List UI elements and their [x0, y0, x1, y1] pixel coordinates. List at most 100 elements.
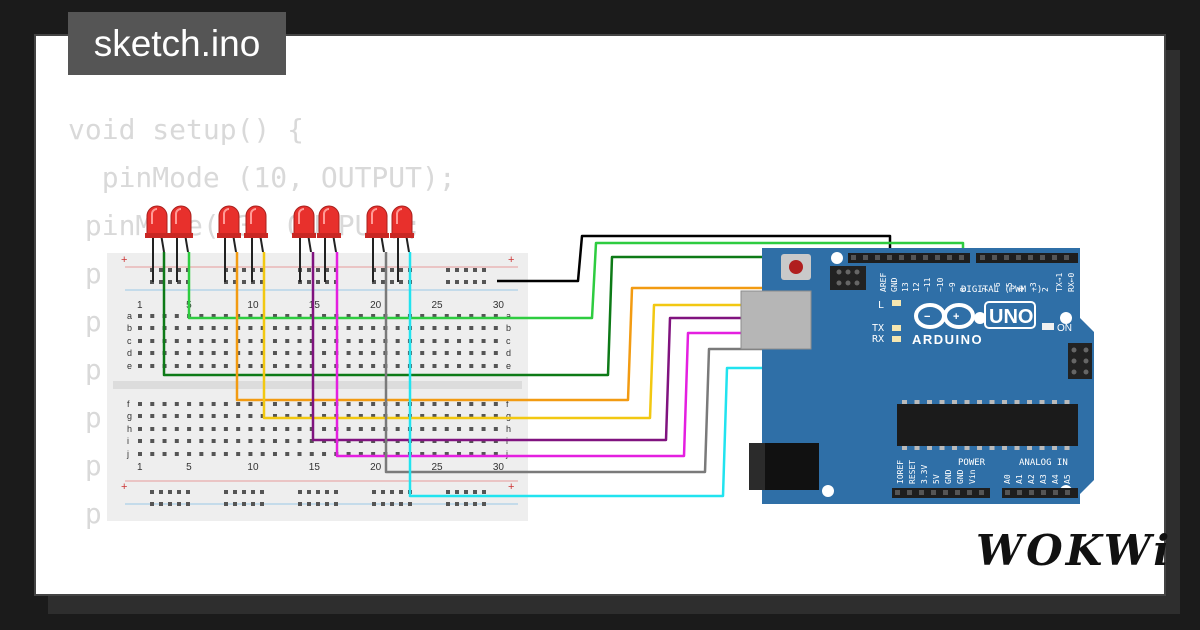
rail-hole: [399, 280, 403, 284]
rail-hole: [316, 280, 320, 284]
breadboard-hole: [272, 339, 277, 343]
uno-label: UNO: [989, 306, 1033, 328]
mount-hole: [974, 312, 986, 324]
row-letter: c: [127, 336, 132, 346]
power-header: [892, 488, 990, 498]
red-led[interactable]: [145, 205, 169, 282]
column-number: 5: [186, 462, 192, 473]
breadboard-hole: [297, 314, 302, 318]
breadboard-hole: [309, 439, 314, 443]
breadboard-hole: [223, 427, 228, 431]
column-number: 30: [493, 300, 505, 311]
breadboard-hole: [358, 402, 363, 406]
file-tab[interactable]: sketch.ino: [68, 12, 286, 75]
rail-hole: [381, 280, 385, 284]
breadboard-hole: [432, 414, 437, 418]
rail-hole: [186, 490, 190, 494]
breadboard-hole: [150, 339, 155, 343]
rail-hole: [168, 280, 172, 284]
breadboard-hole: [138, 402, 142, 406]
breadboard-hole: [285, 339, 290, 343]
breadboard-hole: [150, 351, 155, 355]
header-pin: [1041, 490, 1046, 495]
breadboard-hole: [260, 452, 265, 456]
breadboard-hole: [211, 326, 216, 330]
reset-button-cap[interactable]: [789, 260, 803, 274]
rail-hole: [464, 490, 468, 494]
red-led[interactable]: [292, 205, 316, 282]
rail-hole: [168, 490, 172, 494]
breadboard-hole: [211, 314, 216, 318]
rail-hole: [482, 280, 486, 284]
breadboard-hole: [174, 427, 179, 431]
breadboard-hole: [322, 414, 327, 418]
row-letter: d: [127, 348, 132, 358]
code-line: p: [68, 353, 102, 386]
breadboard-hole: [457, 364, 462, 368]
breadboard-hole: [420, 339, 425, 343]
breadboard-hole: [174, 351, 179, 355]
red-led[interactable]: [390, 205, 414, 282]
breadboard-hole: [493, 402, 498, 406]
breadboard-hole: [138, 339, 142, 343]
rail-hole: [260, 502, 264, 506]
breadboard-hole: [211, 402, 216, 406]
breadboard-hole: [322, 351, 327, 355]
row-letter: c: [506, 336, 511, 346]
breadboard-hole: [358, 351, 363, 355]
breadboard-hole: [223, 414, 228, 418]
rail-hole: [251, 490, 255, 494]
red-led[interactable]: [365, 205, 389, 282]
breadboard-hole: [457, 402, 462, 406]
breadboard-hole: [138, 364, 142, 368]
breadboard-hole: [211, 414, 216, 418]
breadboard-hole: [346, 339, 351, 343]
rail-hole: [334, 490, 338, 494]
breadboard-hole: [493, 339, 498, 343]
red-led[interactable]: [169, 205, 193, 282]
breadboard-hole: [371, 351, 376, 355]
breadboard-hole: [297, 364, 302, 368]
breadboard-hole: [395, 339, 400, 343]
rail-hole: [159, 490, 163, 494]
breadboard-hole: [457, 351, 462, 355]
breadboard-hole: [358, 326, 363, 330]
breadboard-hole: [395, 402, 400, 406]
rail-hole: [168, 502, 172, 506]
code-line: p: [68, 257, 102, 290]
breadboard-hole: [444, 414, 449, 418]
breadboard-hole: [371, 364, 376, 368]
red-led[interactable]: [217, 205, 241, 282]
red-led[interactable]: [317, 205, 341, 282]
header-pin: [1028, 255, 1033, 260]
digital-header-left: [848, 253, 970, 263]
breadboard-hole: [481, 364, 486, 368]
breadboard-hole: [272, 439, 277, 443]
breadboard-hole: [358, 339, 363, 343]
breadboard-hole: [199, 326, 204, 330]
breadboard-hole: [457, 452, 462, 456]
breadboard-hole: [444, 452, 449, 456]
breadboard-hole: [395, 427, 400, 431]
mount-hole: [1060, 312, 1072, 324]
breadboard-hole: [481, 314, 486, 318]
breadboard-hole: [493, 427, 498, 431]
analog-pin-label: A5: [1063, 474, 1072, 484]
red-led[interactable]: [244, 205, 268, 282]
rail-plus-label-bl: +: [121, 481, 127, 493]
breadboard-hole: [248, 351, 253, 355]
breadboard-hole: [223, 452, 228, 456]
rx-label: RX: [872, 334, 884, 345]
breadboard-hole: [150, 364, 155, 368]
breadboard-hole: [469, 452, 474, 456]
uno-badge: [984, 301, 1036, 329]
row-letter: a: [506, 311, 511, 321]
digital-pin-label: ~3: [1029, 282, 1038, 292]
breadboard-hole: [297, 402, 302, 406]
breadboard-hole: [199, 427, 204, 431]
breadboard-hole: [322, 326, 327, 330]
breadboard-hole: [138, 439, 142, 443]
